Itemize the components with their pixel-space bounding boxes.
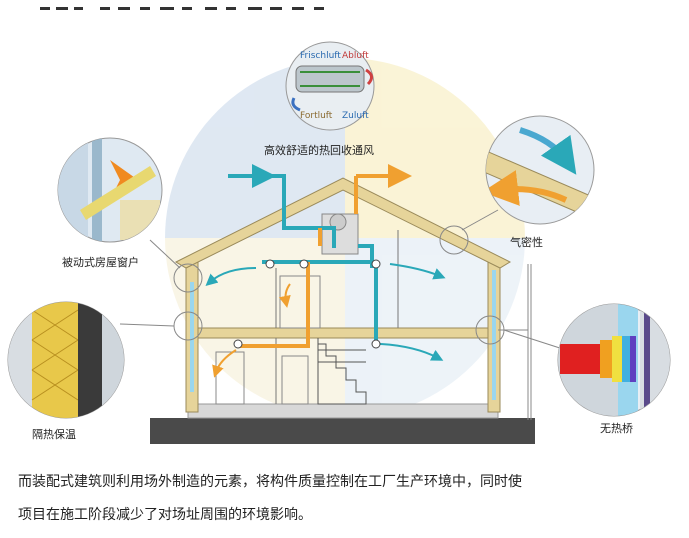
caption-line-1: 而装配式建筑则利用场外制造的元素，将构件质量控制在工厂生产环境中，同时使 bbox=[18, 474, 522, 490]
abluft-label: Abluft bbox=[342, 51, 369, 61]
insulation-callout bbox=[7, 301, 125, 419]
floor-slab bbox=[187, 403, 499, 419]
airflow-arrows bbox=[205, 263, 446, 378]
airtightness-callout bbox=[485, 115, 595, 225]
exterior-post bbox=[498, 264, 532, 420]
thermal-bridge-callout bbox=[557, 303, 671, 417]
passive-window-label: 被动式房屋窗户 bbox=[62, 255, 139, 269]
callout-leaders bbox=[119, 209, 567, 351]
vent-outlets bbox=[233, 259, 381, 349]
heat-recovery-callout: Frischluft Abluft Fortluft Zuluft bbox=[285, 41, 375, 131]
passive-house-diagram: Frischluft Abluft Fortluft Zuluft 高效舒适的热… bbox=[7, 41, 671, 444]
heat-recovery-label: 高效舒适的热回收通风 bbox=[264, 143, 374, 157]
caption-line-2: 项目在施工阶段减少了对场址周围的环境影响。 bbox=[18, 507, 312, 523]
passive-window-callout bbox=[57, 137, 163, 243]
insulation-label: 隔热保温 bbox=[32, 427, 76, 441]
airtightness-label: 气密性 bbox=[510, 235, 543, 249]
exhaust-air-ducts bbox=[240, 164, 412, 348]
fortluft-label: Fortluft bbox=[300, 111, 333, 121]
zuluft-label: Zuluft bbox=[342, 111, 369, 121]
ground-base bbox=[150, 418, 535, 444]
house-structure bbox=[174, 177, 512, 413]
thermal-bridge-label: 无热桥 bbox=[600, 422, 633, 435]
caption: 而装配式建筑则利用场外制造的元素，将构件质量控制在工厂生产环境中，同时使 项目在… bbox=[18, 472, 678, 538]
frischluft-label: Frischluft bbox=[300, 51, 341, 61]
top-text-fragment bbox=[0, 0, 689, 10]
